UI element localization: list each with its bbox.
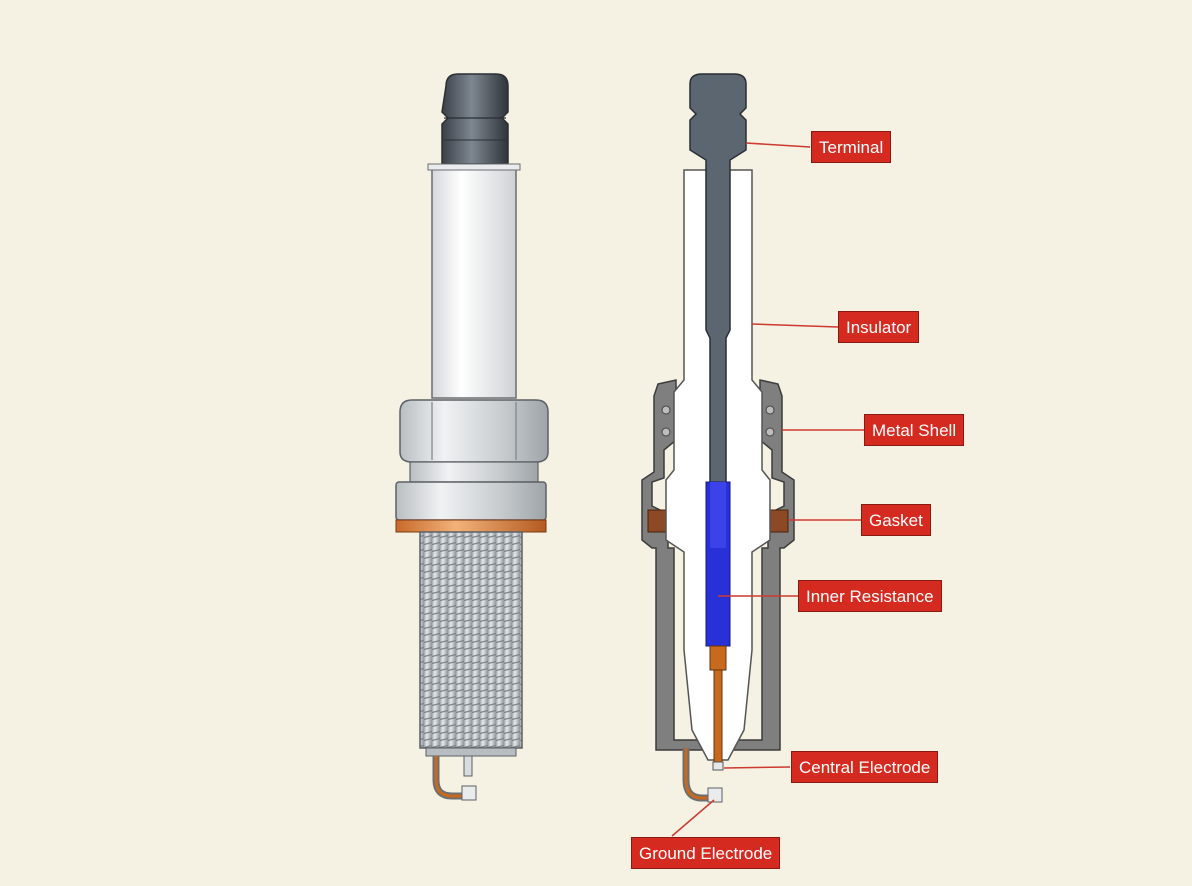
exterior-hex-nut [399,399,549,463]
label-insulator: Insulator [838,311,920,343]
label-inner-resistance: Inner Resistance [798,580,942,612]
leader-central-electrode [723,766,791,769]
spark-plug-exterior [395,73,549,801]
section-metal-shell [641,379,795,751]
section-terminal [689,73,747,549]
exterior-central-electrode [463,755,473,777]
leader-terminal [745,142,811,148]
exterior-gasket [395,519,547,533]
label-terminal: Terminal [811,131,892,163]
exterior-threads [419,531,523,749]
label-metal-shell: Metal Shell [864,414,965,446]
exterior-insulator [431,165,517,399]
exterior-terminal [441,73,509,165]
section-central-electrode [709,645,727,671]
spark-plug-cross-section [641,73,795,803]
label-ground-electrode: Ground Electrode [631,837,781,869]
leader-lines [671,142,864,837]
label-central-electrode: Central Electrode [791,751,939,783]
leader-insulator [751,323,839,328]
label-gasket: Gasket [861,504,931,536]
leader-ground-electrode [671,799,715,837]
